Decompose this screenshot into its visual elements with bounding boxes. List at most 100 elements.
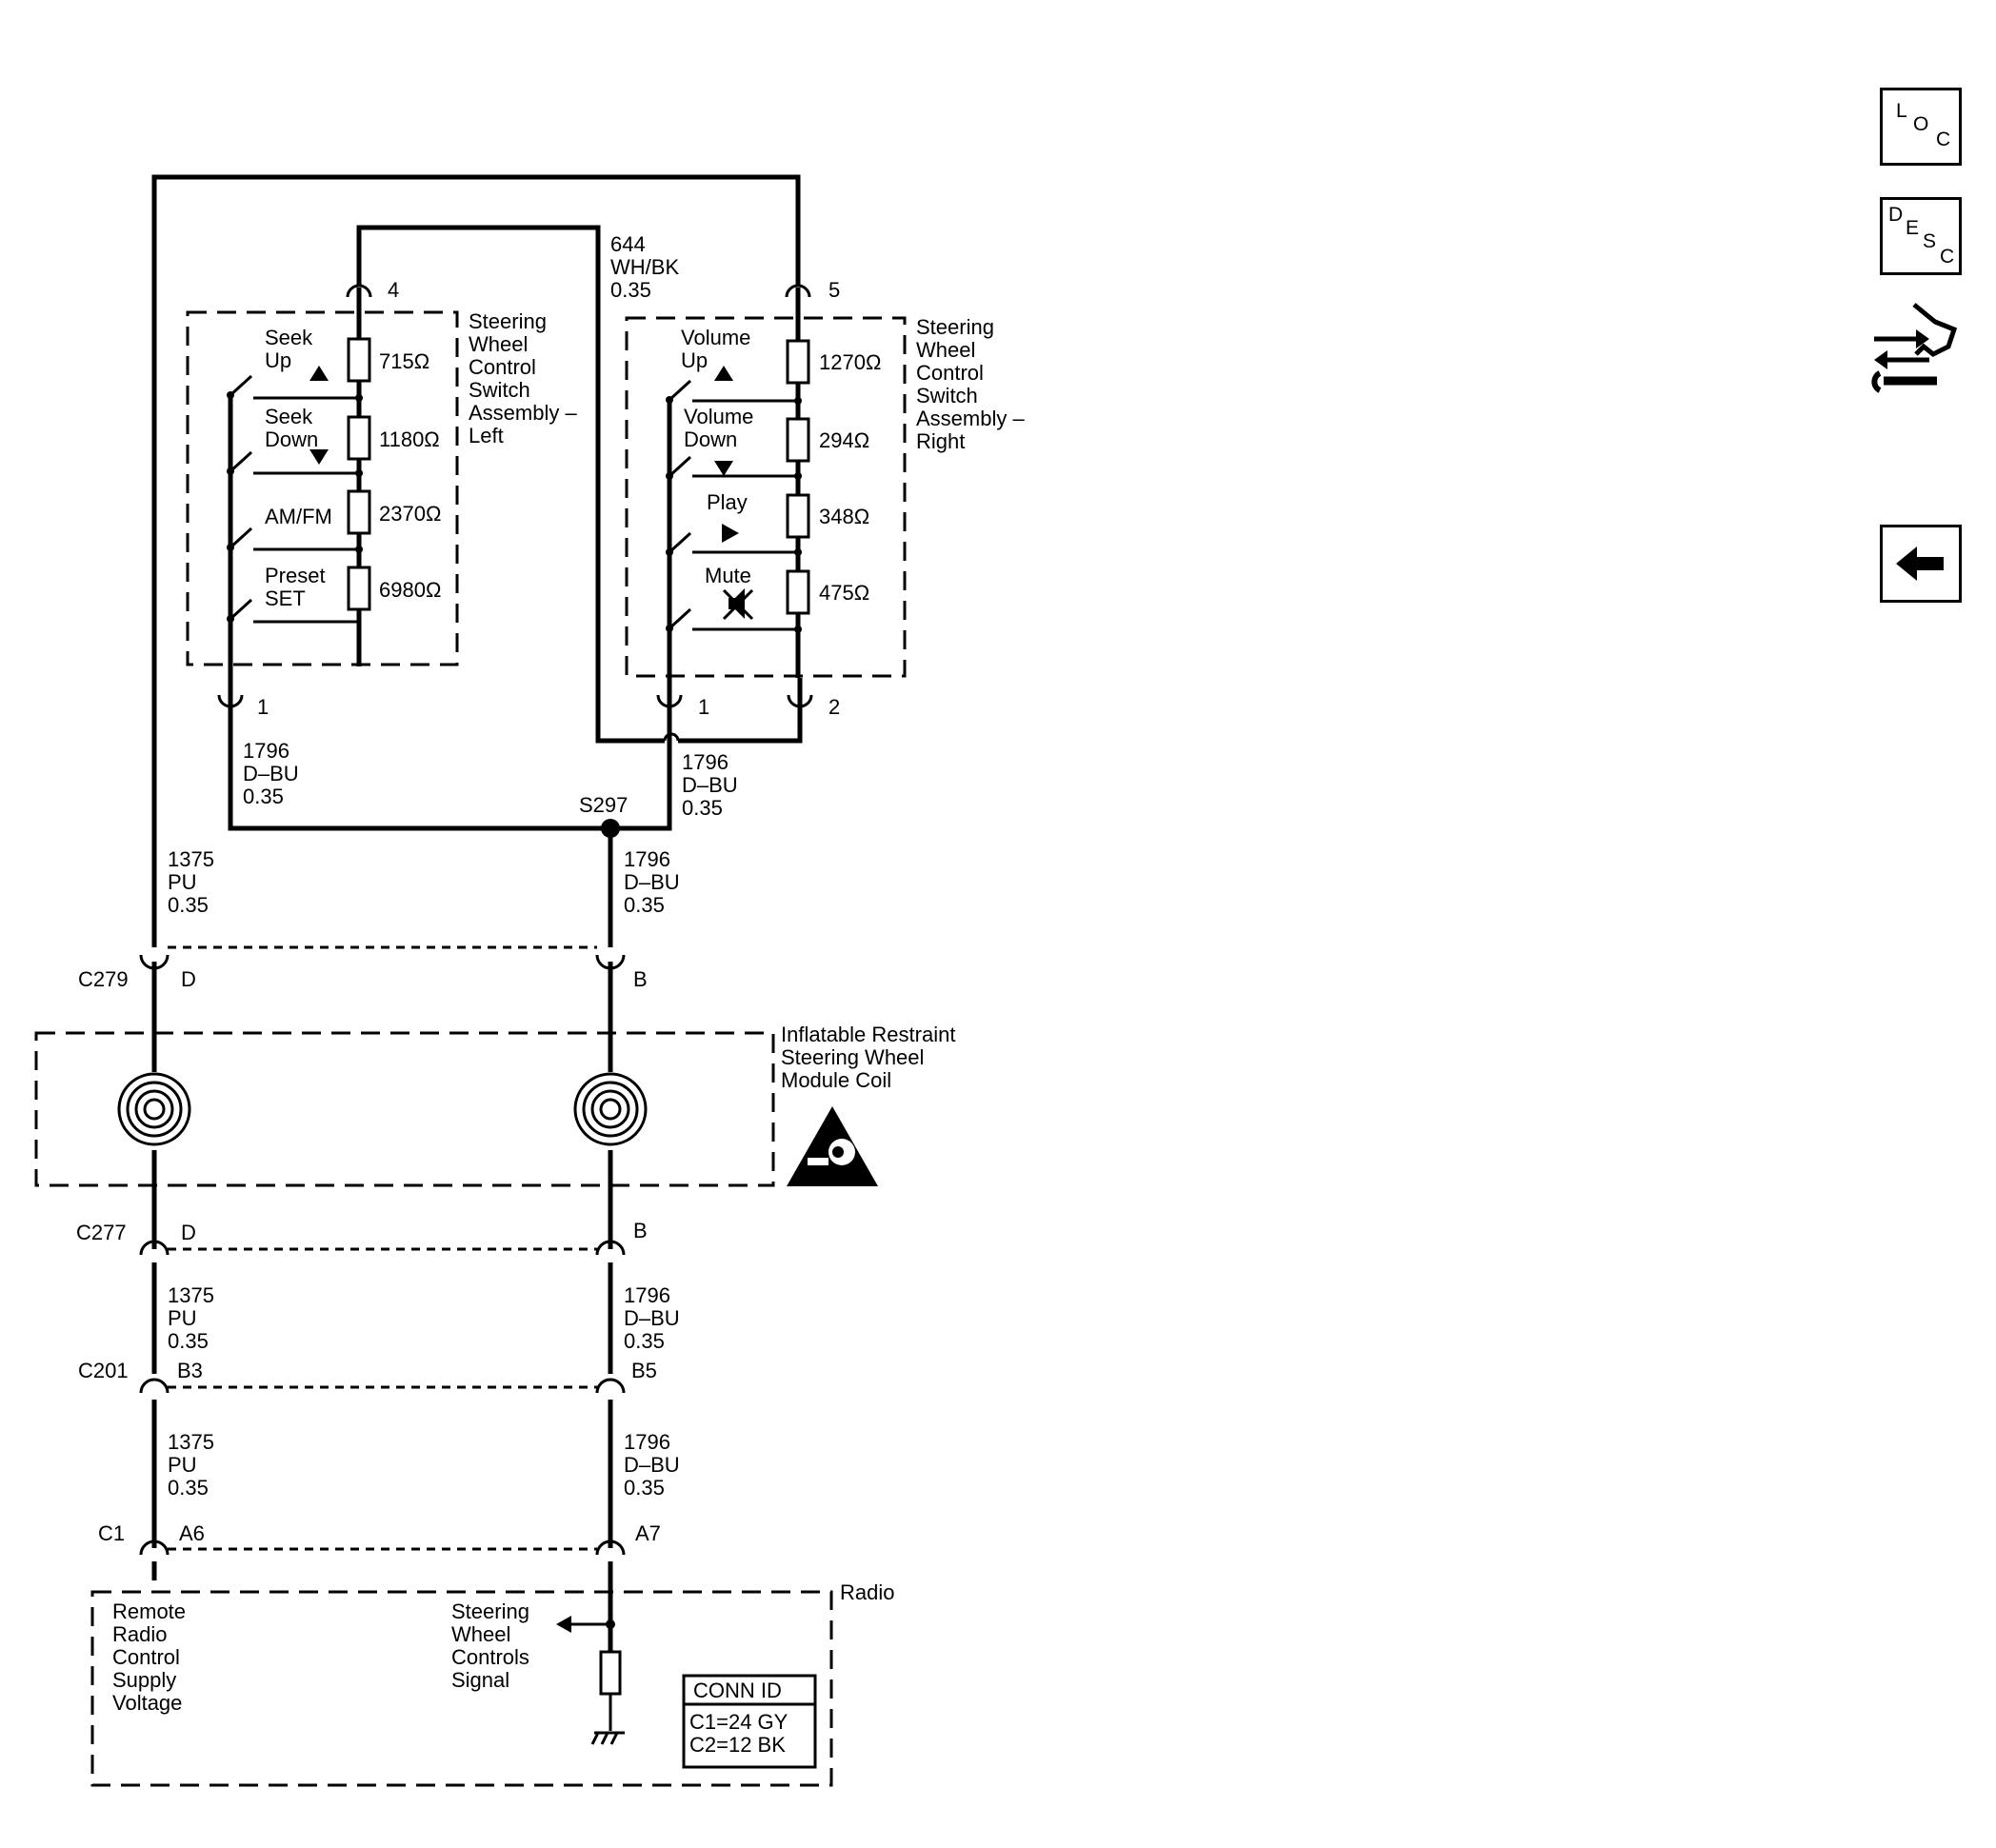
loc-letter: C <box>1936 129 1951 150</box>
resistor-348 <box>786 493 810 539</box>
c201-pin-b3: B3 <box>177 1359 203 1382</box>
svg-text:Switch: Switch <box>469 378 530 402</box>
coil-left-icon <box>117 1072 191 1146</box>
svg-text:1796: 1796 <box>682 750 729 774</box>
svg-text:1796: 1796 <box>624 1430 670 1454</box>
svg-text:1375: 1375 <box>168 847 214 871</box>
coil-module <box>34 1031 878 1187</box>
svg-text:0.35: 0.35 <box>243 785 284 808</box>
pin-4: 4 <box>388 278 399 302</box>
svg-text:Up: Up <box>265 348 291 372</box>
desc-button[interactable]: D E S C <box>1880 197 1962 275</box>
wire-label-dbu-low: 1796 D–BU 0.35 <box>624 1430 680 1500</box>
labels: 4 5 1 1 2 Steering Wheel Control Switch … <box>76 232 1025 1757</box>
svg-text:0.35: 0.35 <box>168 1329 209 1353</box>
pin-1-left: 1 <box>257 695 269 719</box>
svg-text:1270Ω: 1270Ω <box>819 350 881 374</box>
radio-supply-label: Remote Radio Control Supply Voltage <box>112 1600 186 1715</box>
svg-text:1375: 1375 <box>168 1430 214 1454</box>
svg-text:0.35: 0.35 <box>168 893 209 917</box>
play-icon <box>722 524 739 543</box>
svg-text:Inflatable Restraint: Inflatable Restraint <box>781 1023 955 1046</box>
loc-button[interactable]: L O C <box>1880 88 1962 166</box>
resistor-2370 <box>347 489 371 535</box>
wire-label-dbu-main: 1796 D–BU 0.35 <box>624 847 680 917</box>
back-arrow-icon <box>1896 546 1944 581</box>
svg-text:D–BU: D–BU <box>624 870 680 894</box>
svg-text:Left: Left <box>469 424 504 447</box>
svg-text:1375: 1375 <box>168 1283 214 1307</box>
c279-label: C279 <box>78 967 129 991</box>
svg-text:Steering Wheel: Steering Wheel <box>781 1045 924 1069</box>
svg-text:Seek: Seek <box>265 405 313 428</box>
loc-letter: O <box>1913 113 1929 135</box>
svg-text:D–BU: D–BU <box>682 773 738 797</box>
resistor-715 <box>347 337 371 383</box>
svg-text:0.35: 0.35 <box>168 1476 209 1500</box>
svg-text:0.35: 0.35 <box>624 893 665 917</box>
svg-text:1796: 1796 <box>624 847 670 871</box>
svg-text:294Ω: 294Ω <box>819 428 869 452</box>
svg-text:SET: SET <box>265 586 306 610</box>
ground-icon <box>590 1731 625 1745</box>
wire-label-dbu-left: 1796 D–BU 0.35 <box>243 739 299 808</box>
right-switch-labels: Volume Up Volume Down Play Mute <box>681 326 753 587</box>
pin-2-right: 2 <box>828 695 840 719</box>
svg-text:D–BU: D–BU <box>624 1306 680 1330</box>
svg-text:Down: Down <box>684 427 737 451</box>
svg-text:6980Ω: 6980Ω <box>379 578 441 602</box>
down-arrow-icon <box>309 449 329 465</box>
c1-pin-a7: A7 <box>635 1521 661 1545</box>
svg-text:Steering: Steering <box>469 309 547 333</box>
connector-links <box>168 945 597 1551</box>
svg-text:Wheel: Wheel <box>469 332 528 356</box>
svg-text:Down: Down <box>265 427 318 451</box>
c277-label: C277 <box>76 1221 127 1244</box>
resistor-6980 <box>347 566 371 611</box>
coil-title: Inflatable Restraint Steering Wheel Modu… <box>781 1023 955 1092</box>
desc-letter: E <box>1906 217 1920 239</box>
wire-label-wh-bk: 644 WH/BK 0.35 <box>610 232 679 302</box>
svg-text:Control: Control <box>916 361 984 385</box>
svg-text:Preset: Preset <box>265 564 326 587</box>
wire-label-pu-low: 1375 PU 0.35 <box>168 1430 214 1500</box>
conn-id-row: C2=12 BK <box>689 1733 786 1757</box>
resistor-294 <box>786 417 810 463</box>
svg-text:Steering: Steering <box>916 315 994 339</box>
svg-text:Mute: Mute <box>705 564 751 587</box>
wire-label-dbu-mid: 1796 D–BU 0.35 <box>624 1283 680 1353</box>
left-arrow-icon <box>556 1616 571 1633</box>
svg-text:Volume: Volume <box>684 405 753 428</box>
c1-label: C1 <box>98 1521 125 1545</box>
resistor-475 <box>786 569 810 615</box>
splice-dot <box>601 819 620 838</box>
conn-id-table <box>682 1674 817 1769</box>
svg-text:Controls: Controls <box>451 1645 529 1669</box>
svg-text:Right: Right <box>916 429 965 453</box>
svg-text:Radio: Radio <box>112 1622 167 1646</box>
svg-text:Volume: Volume <box>681 326 750 349</box>
right-resistor-values: 1270Ω 294Ω 348Ω 475Ω <box>819 350 881 605</box>
splice-label: S297 <box>579 793 628 817</box>
c201-label: C201 <box>78 1359 129 1382</box>
svg-text:1796: 1796 <box>624 1283 670 1307</box>
back-button[interactable] <box>1880 525 1962 603</box>
conn-id-row: C1=24 GY <box>689 1710 788 1734</box>
down-arrow-icon <box>714 461 733 476</box>
radio-signal-label: Steering Wheel Controls Signal <box>451 1600 529 1692</box>
connector-repair-button[interactable] <box>1866 297 1962 402</box>
svg-text:475Ω: 475Ω <box>819 581 869 605</box>
c201-pin-b5: B5 <box>631 1359 657 1382</box>
svg-text:644: 644 <box>610 232 646 256</box>
svg-text:348Ω: 348Ω <box>819 505 869 528</box>
desc-letter: C <box>1940 246 1955 268</box>
svg-text:1796: 1796 <box>243 739 289 763</box>
desc-letter: D <box>1888 204 1904 226</box>
svg-text:Signal: Signal <box>451 1668 509 1692</box>
pin-1-right: 1 <box>698 695 709 719</box>
radio-resistor <box>599 1650 622 1696</box>
loc-letter: L <box>1896 100 1907 122</box>
wire-label-pu-mid: 1375 PU 0.35 <box>168 1283 214 1353</box>
svg-text:PU: PU <box>168 1453 197 1477</box>
